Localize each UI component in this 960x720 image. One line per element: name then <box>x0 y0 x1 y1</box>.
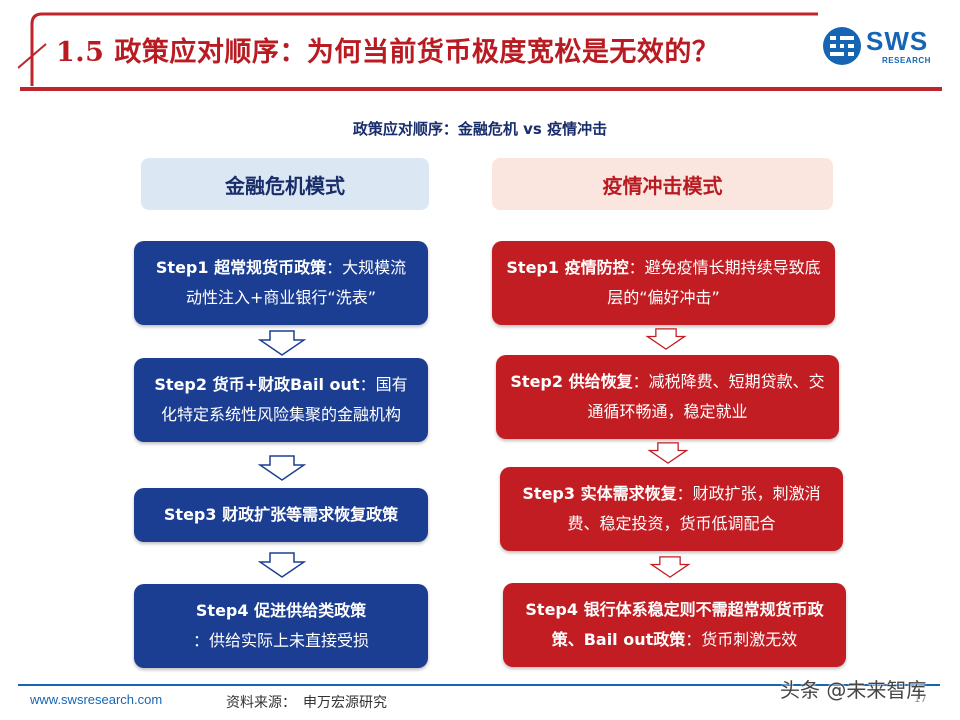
watermark: 头条 @未来智库 <box>780 678 927 702</box>
pandemic-shock-header: 疫情冲击模式 <box>492 158 833 210</box>
title-bar: 1.5 政策应对顺序：为何当前货币极度宽松是无效的？ <box>18 10 818 92</box>
title-bracket-icon <box>18 12 818 86</box>
left-step-1-text: ：大规模流动性注入+商业银行“洗表” <box>186 258 407 307</box>
left-step-1: Step1 超常规货币政策：大规模流动性注入+商业银行“洗表” <box>134 241 428 325</box>
right-step-2-title: Step2 供给恢复 <box>510 372 633 391</box>
right-step-1-text: ：避免疫情长期持续导致底层的“偏好冲击” <box>607 258 821 307</box>
footer-website-link[interactable]: www.swsresearch.com <box>30 692 163 707</box>
logo-subtext: RESEARCH <box>882 56 931 65</box>
left-step-4-title: Step4 促进供给类政策 <box>195 601 367 620</box>
title-underline <box>20 87 942 91</box>
right-step-2: Step2 供给恢复：减税降费、短期贷款、交通循环畅通，稳定就业 <box>496 355 839 439</box>
logo-text: SWS <box>866 26 929 56</box>
left-arrow-down-icon <box>258 455 306 481</box>
right-step-3-text: ：财政扩张，刺激消费、稳定投资，货币低调配合 <box>567 484 821 533</box>
footer-divider <box>18 684 940 686</box>
page-title: 1.5 政策应对顺序：为何当前货币极度宽松是无效的？ <box>56 37 720 68</box>
right-step-3-title: Step3 实体需求恢复 <box>522 484 677 503</box>
left-arrow-down-icon <box>258 330 306 356</box>
right-arrow-down-icon <box>647 442 689 464</box>
sws-logo: SWS RESEARCH <box>822 24 940 70</box>
page-number: 17 <box>914 694 927 705</box>
right-step-1-title: Step1 疫情防控 <box>506 258 629 277</box>
right-step-2-text: ：减税降费、短期贷款、交通循环畅通，稳定就业 <box>587 372 825 421</box>
right-step-4: Step4 银行体系稳定则不需超常规货币政策、Bail out政策：货币刺激无效 <box>503 583 846 667</box>
left-step-4-text: ：供给实际上未直接受损 <box>192 631 369 650</box>
right-arrow-down-icon <box>645 328 687 350</box>
right-step-4-title: Step4 银行体系稳定则不需超常规货币政策、Bail out政策 <box>525 600 824 649</box>
sws-logo-icon <box>823 27 861 65</box>
left-step-3: Step3 财政扩张等需求恢复政策 <box>134 488 428 542</box>
right-step-1: Step1 疫情防控：避免疫情长期持续导致底层的“偏好冲击” <box>492 241 835 325</box>
left-step-3-title: Step3 财政扩张等需求恢复政策 <box>163 505 399 524</box>
right-step-4-text: ：货币刺激无效 <box>685 630 798 649</box>
right-arrow-down-icon <box>649 556 691 578</box>
left-step-2-title: Step2 货币+财政Bail out <box>154 375 360 394</box>
left-arrow-down-icon <box>258 552 306 578</box>
diagram-subtitle: 政策应对顺序：金融危机 vs 疫情冲击 <box>352 120 608 138</box>
left-step-4: Step4 促进供给类政策 ：供给实际上未直接受损 <box>134 584 428 668</box>
left-step-2: Step2 货币+财政Bail out：国有化特定系统性风险集聚的金融机构 <box>134 358 428 442</box>
left-step-2-text: ：国有化特定系统性风险集聚的金融机构 <box>160 375 408 424</box>
footer-source: 资料来源： 申万宏源研究 <box>226 695 387 711</box>
right-step-3: Step3 实体需求恢复：财政扩张，刺激消费、稳定投资，货币低调配合 <box>500 467 843 551</box>
financial-crisis-header: 金融危机模式 <box>141 158 429 210</box>
left-step-1-title: Step1 超常规货币政策 <box>155 258 327 277</box>
